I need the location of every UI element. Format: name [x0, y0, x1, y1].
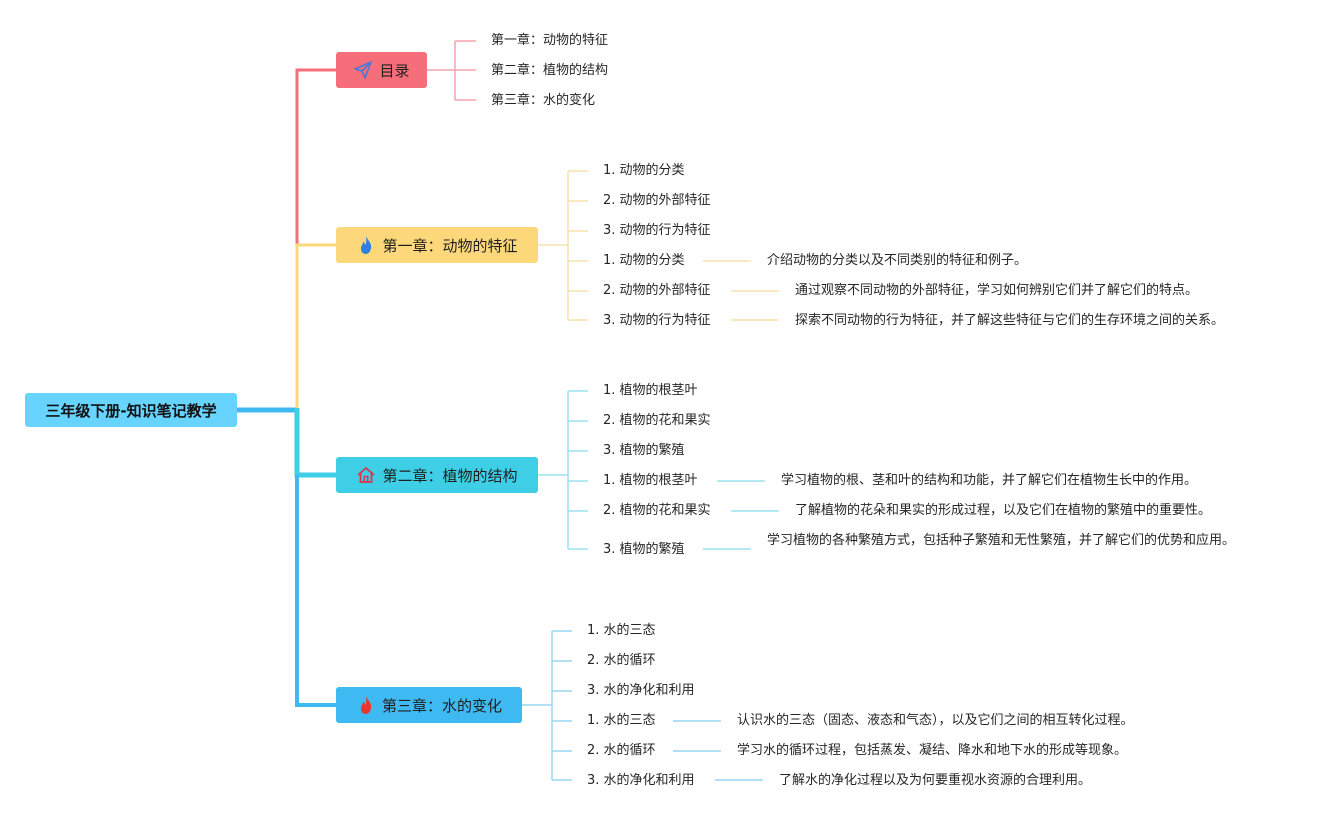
chapter-1-label: 第一章：动物的特征 — [382, 236, 518, 255]
branch-ch1 — [295, 243, 336, 408]
house-icon — [356, 465, 376, 485]
root-label: 三年级下册-知识笔记教学 — [45, 401, 217, 420]
toc-label: 目录 — [379, 61, 410, 80]
ch3-bracket — [522, 630, 763, 781]
chapter-3-topic[interactable]: 1. 水的三态 — [587, 623, 656, 638]
chapter-1-detail-desc: 通过观察不同动物的外部特征，学习如何辨别它们并了解它们的特点。 — [795, 283, 1199, 298]
branch-toc — [295, 68, 336, 245]
toc-node[interactable]: 目录 — [336, 52, 427, 88]
red-flame-icon — [356, 695, 376, 715]
chapter-3-label: 第三章：水的变化 — [381, 696, 502, 715]
branch-ch3 — [295, 475, 336, 707]
paper-plane-icon — [353, 60, 373, 80]
chapter-2-detail-title[interactable]: 1. 植物的根茎叶 — [603, 473, 698, 488]
chapter-1-topic[interactable]: 1. 动物的分类 — [603, 163, 685, 178]
chapter-1-topic[interactable]: 2. 动物的外部特征 — [603, 193, 711, 208]
chapter-1-detail-desc: 探索不同动物的行为特征，并了解这些特征与它们的生存环境之间的关系。 — [795, 313, 1225, 328]
toc-item[interactable]: 第二章：植物的结构 — [491, 63, 609, 78]
branch-ch2 — [294, 408, 336, 478]
chapter-3-detail-title[interactable]: 2. 水的循环 — [587, 743, 656, 758]
chapter-3-topic[interactable]: 2. 水的循环 — [587, 653, 656, 668]
toc-item[interactable]: 第三章：水的变化 — [491, 93, 596, 108]
chapter-2-detail-title[interactable]: 3. 植物的繁殖 — [603, 542, 685, 557]
toc-bracket — [427, 40, 476, 101]
chapter-2-topic[interactable]: 2. 植物的花和果实 — [603, 413, 711, 428]
blue-flame-icon — [356, 235, 376, 255]
chapter-2-node[interactable]: 第二章：植物的结构 — [336, 457, 538, 493]
chapter-1-detail-title[interactable]: 3. 动物的行为特征 — [603, 313, 711, 328]
chapter-3-topic[interactable]: 3. 水的净化和利用 — [587, 683, 695, 698]
chapter-2-topic[interactable]: 1. 植物的根茎叶 — [603, 383, 698, 398]
chapter-1-detail-title[interactable]: 1. 动物的分类 — [603, 253, 685, 268]
ch1-bracket — [538, 170, 779, 321]
chapter-1-topic[interactable]: 3. 动物的行为特征 — [603, 223, 711, 238]
root-node[interactable]: 三年级下册-知识笔记教学 — [25, 393, 237, 427]
chapter-1-detail-desc: 介绍动物的分类以及不同类别的特征和例子。 — [767, 253, 1028, 268]
chapter-3-detail-title[interactable]: 1. 水的三态 — [587, 713, 656, 728]
chapter-3-detail-desc: 认识水的三态（固态、液态和气态），以及它们之间的相互转化过程。 — [737, 713, 1134, 728]
chapter-2-detail-title[interactable]: 2. 植物的花和果实 — [603, 503, 711, 518]
chapter-3-node[interactable]: 第三章：水的变化 — [336, 687, 522, 723]
chapter-3-detail-desc: 了解水的净化过程以及为何要重视水资源的合理利用。 — [779, 773, 1092, 788]
chapter-2-detail-desc: 学习植物的根、茎和叶的结构和功能，并了解它们在植物生长中的作用。 — [781, 473, 1198, 488]
chapter-3-detail-title[interactable]: 3. 水的净化和利用 — [587, 773, 695, 788]
chapter-1-detail-title[interactable]: 2. 动物的外部特征 — [603, 283, 711, 298]
chapter-3-detail-desc: 学习水的循环过程，包括蒸发、凝结、降水和地下水的形成等现象。 — [737, 743, 1128, 758]
chapter-1-node[interactable]: 第一章：动物的特征 — [336, 227, 538, 263]
toc-item[interactable]: 第一章：动物的特征 — [491, 33, 609, 48]
chapter-2-detail-desc: 学习植物的各种繁殖方式，包括种子繁殖和无性繁殖，并了解它们的优势和应用。 — [767, 533, 1236, 548]
chapter-2-label: 第二章：植物的结构 — [382, 466, 518, 485]
chapter-2-detail-desc: 了解植物的花朵和果实的形成过程，以及它们在植物的繁殖中的重要性。 — [795, 503, 1212, 518]
ch2-bracket — [538, 390, 779, 550]
chapter-2-topic[interactable]: 3. 植物的繁殖 — [603, 443, 685, 458]
